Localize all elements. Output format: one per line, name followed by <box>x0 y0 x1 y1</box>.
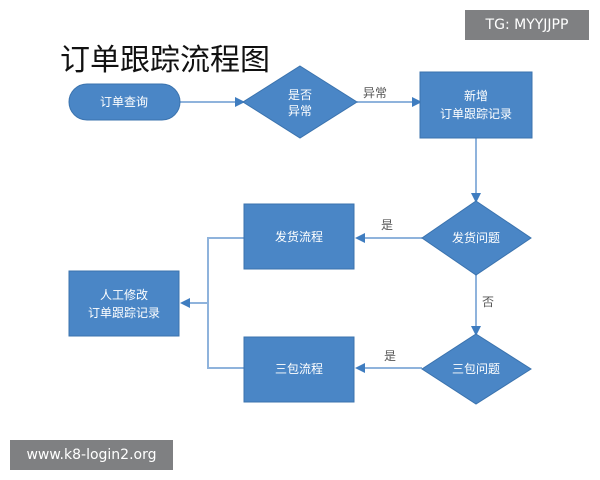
node-order-query: 订单查询 <box>68 83 181 121</box>
node-shipping-issue-label: 发货问题 <box>452 230 500 245</box>
node-order-query-label: 订单查询 <box>100 95 148 109</box>
edge-label-no: 否 <box>482 295 494 309</box>
node-shipping-process: 发货流程 <box>243 203 355 270</box>
edge-label-yes-shipping: 是 <box>381 218 393 232</box>
edges <box>180 97 481 373</box>
edge-label-abnormal: 异常 <box>363 86 387 100</box>
node-manual-modify: 人工修改 订单跟踪记录 <box>68 270 180 337</box>
node-warranty-process-label: 三包流程 <box>275 361 323 376</box>
edge-label-yes-warranty: 是 <box>384 349 396 363</box>
node-shipping-issue: 发货问题 <box>421 200 532 276</box>
node-warranty-process: 三包流程 <box>243 336 355 403</box>
node-is-abnormal: 是否 异常 <box>242 65 358 139</box>
watermark-badge-bottom: www.k8-login2.org <box>10 440 173 470</box>
diagram-title: 订单跟踪流程图 <box>60 43 270 78</box>
node-shipping-process-label: 发货流程 <box>275 229 323 244</box>
node-add-tracking-record-label-1: 新增 <box>464 88 488 103</box>
watermark-badge-top: TG: MYYJJPP <box>465 10 589 40</box>
edge-merge-bracket <box>207 237 244 369</box>
node-warranty-issue: 三包问题 <box>421 333 532 405</box>
node-is-abnormal-label-2: 异常 <box>288 104 312 118</box>
node-add-tracking-record: 新增 订单跟踪记录 <box>419 71 533 139</box>
node-manual-modify-label-1: 人工修改 <box>100 287 148 302</box>
node-manual-modify-label-2: 订单跟踪记录 <box>88 306 160 320</box>
node-is-abnormal-label-1: 是否 <box>288 88 312 102</box>
node-warranty-issue-label: 三包问题 <box>452 362 500 376</box>
node-add-tracking-record-label-2: 订单跟踪记录 <box>440 107 512 121</box>
